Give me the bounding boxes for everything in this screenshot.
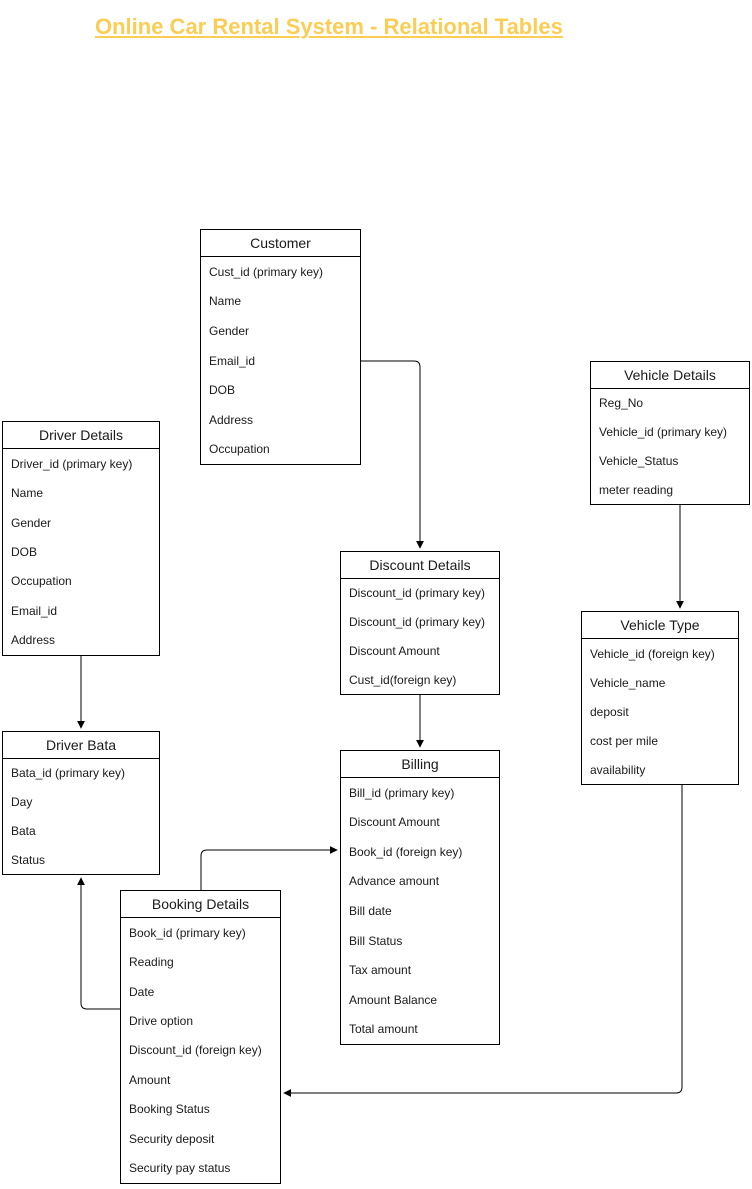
table-field: DOB <box>209 383 236 398</box>
table-field: Drive option <box>129 1014 194 1029</box>
table-title-customer: Customer <box>201 230 360 257</box>
table-field: Book_id (primary key) <box>129 925 246 940</box>
table-field: Discount_id (primary key) <box>349 586 486 601</box>
table-field: Bill date <box>349 904 392 919</box>
table-field: Amount Balance <box>349 992 438 1007</box>
table-field: Name <box>209 294 242 309</box>
table-field: Tax amount <box>349 963 412 978</box>
table-field: Email_id <box>11 603 58 618</box>
table-field: Vehicle_id (primary key) <box>599 425 728 440</box>
table-field: Gender <box>209 323 250 338</box>
table-field: Vehicle_id (foreign key) <box>590 646 715 661</box>
table-field: Name <box>11 486 44 501</box>
table-field: Booking Status <box>129 1102 210 1117</box>
table-field: Address <box>11 633 56 648</box>
table-field: Vehicle_Status <box>599 453 679 468</box>
table-field: Book_id (foreign key) <box>349 844 463 859</box>
table-field: Advance amount <box>349 874 440 889</box>
table-title-booking-details: Booking Details <box>121 891 280 918</box>
table-title-billing: Billing <box>341 751 499 778</box>
connector-booking-details-to-driver-bata <box>77 877 120 1010</box>
table-field: Discount Amount <box>349 643 440 658</box>
table-title-vehicle-details: Vehicle Details <box>591 362 749 389</box>
table-field: Address <box>209 412 254 427</box>
table-field: Driver_id (primary key) <box>11 456 133 471</box>
table-field: Cust_id(foreign key) <box>349 672 457 687</box>
table-field: Bata_id (primary key) <box>11 766 126 781</box>
table-fields: Discount_id (primary key) Discount_id (pr… <box>341 579 499 694</box>
table-field: cost per mile <box>590 733 659 748</box>
table-field: Bill Status <box>349 933 403 948</box>
table-field: Date <box>129 984 155 999</box>
table-field: Status <box>11 852 46 867</box>
table-field: availability <box>590 762 646 777</box>
table-field: meter reading <box>599 482 674 497</box>
table-field: Bill_id (primary key) <box>349 785 455 800</box>
table-field: DOB <box>11 544 38 559</box>
table-field: Gender <box>11 515 52 530</box>
connector-customer-to-discount-details <box>361 360 424 549</box>
table-field: Vehicle_name <box>590 675 666 690</box>
table-field: Reading <box>129 955 174 970</box>
table-title-discount-details: Discount Details <box>341 552 499 579</box>
table-field: Security pay status <box>129 1161 231 1176</box>
table-field: Reg_No <box>599 396 644 411</box>
table-field: Discount_id (primary key) <box>349 615 486 630</box>
table-field: Discount_id (foreign key) <box>129 1043 262 1058</box>
table-field: Occupation <box>209 442 270 457</box>
table-title-driver-bata: Driver Bata <box>3 732 159 759</box>
table-field: Amount <box>129 1072 171 1087</box>
table-field: Total amount <box>349 1022 418 1037</box>
connector-booking-details-to-billing <box>200 846 338 890</box>
table-field: Cust_id (primary key) <box>209 264 324 279</box>
table-field: Bata <box>11 823 36 838</box>
table-title-driver-details: Driver Details <box>3 422 159 449</box>
table-field: Security deposit <box>129 1131 215 1146</box>
table-field: Discount Amount <box>349 815 440 830</box>
table-field: Day <box>11 795 33 810</box>
table-title-vehicle-type: Vehicle Type <box>582 612 738 639</box>
table-field: Occupation <box>11 574 72 589</box>
table-field: Email_id <box>209 353 256 368</box>
table-field: deposit <box>590 704 629 719</box>
diagram-title: Online Car Rental System - Relational Ta… <box>95 14 563 39</box>
